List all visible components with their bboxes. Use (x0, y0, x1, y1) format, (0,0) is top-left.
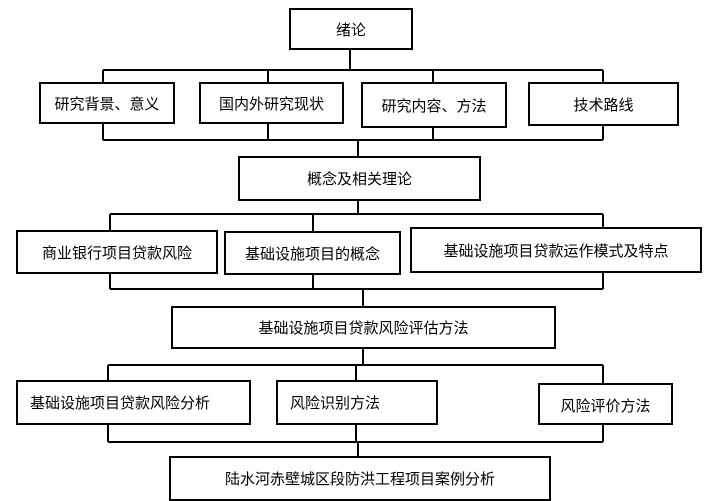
node-operation-mode: 基础设施项目贷款运作模式及特点 (410, 227, 702, 273)
node-label: 概念及相关理论 (306, 170, 412, 188)
node-label: 绪论 (335, 20, 366, 39)
node-infrastructure-concept: 基础设施项目的概念 (224, 231, 401, 275)
node-label: 风险评价方法 (560, 397, 651, 415)
node-risk-identification: 风险识别方法 (276, 380, 438, 425)
node-theory: 概念及相关理论 (238, 156, 481, 201)
node-assessment-method: 基础设施项目贷款风险评估方法 (171, 306, 556, 349)
node-risk-analysis: 基础设施项目贷款风险分析 (16, 380, 251, 425)
node-label: 风险识别方法 (290, 394, 381, 412)
node-label: 技术路线 (573, 95, 634, 114)
node-risk-evaluation: 风险评价方法 (538, 383, 673, 425)
node-label: 研究背景、意义 (54, 94, 160, 113)
node-intro: 绪论 (289, 8, 413, 50)
node-label: 研究内容、方法 (381, 96, 487, 115)
node-background: 研究背景、意义 (39, 82, 175, 124)
node-content-method: 研究内容、方法 (361, 82, 507, 128)
node-label: 国内外研究现状 (218, 94, 324, 113)
node-tech-route: 技术路线 (528, 82, 679, 126)
node-label: 基础设施项目贷款运作模式及特点 (443, 241, 669, 260)
node-label: 基础设施项目贷款风险分析 (30, 394, 211, 412)
node-label: 陆水河赤壁城区段防洪工程项目案例分析 (224, 470, 495, 488)
node-case-study: 陆水河赤壁城区段防洪工程项目案例分析 (169, 456, 551, 501)
node-label: 基础设施项目的概念 (244, 244, 380, 263)
node-research-status: 国内外研究现状 (199, 82, 344, 124)
node-bank-loan-risk: 商业银行项目贷款风险 (16, 230, 218, 274)
node-label: 商业银行项目贷款风险 (41, 243, 192, 262)
node-label: 基础设施项目贷款风险评估方法 (258, 319, 469, 337)
